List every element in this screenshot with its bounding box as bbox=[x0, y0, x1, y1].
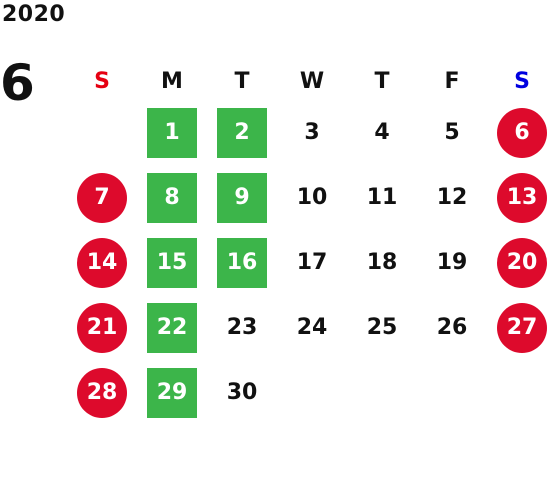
calendar-month: 6 bbox=[0, 54, 35, 112]
calendar-cell: 5 bbox=[417, 100, 487, 165]
calendar-day[interactable]: 10 bbox=[296, 185, 328, 210]
calendar-cell: 28 bbox=[67, 360, 137, 425]
calendar-day[interactable]: 26 bbox=[436, 315, 468, 340]
calendar-day[interactable]: 7 bbox=[77, 172, 127, 223]
calendar-cell: 13 bbox=[487, 165, 548, 230]
calendar-day[interactable]: 16 bbox=[217, 237, 267, 288]
calendar-day[interactable]: 20 bbox=[497, 237, 547, 288]
calendar-cell bbox=[67, 100, 137, 165]
calendar-cell: 16 bbox=[207, 230, 277, 295]
weekday-header: F bbox=[444, 68, 460, 94]
weekday-header: T bbox=[234, 68, 250, 94]
weekday-header: S bbox=[94, 68, 110, 94]
calendar-year: 2020 bbox=[2, 2, 66, 27]
calendar-cell: 2 bbox=[207, 100, 277, 165]
calendar-day[interactable]: 12 bbox=[436, 185, 468, 210]
calendar-cell: 25 bbox=[347, 295, 417, 360]
calendar-cell: 19 bbox=[417, 230, 487, 295]
calendar-day[interactable]: 28 bbox=[77, 367, 127, 418]
calendar-cell: 7 bbox=[67, 165, 137, 230]
calendar-day[interactable]: 4 bbox=[374, 120, 390, 145]
weekday-header: T bbox=[374, 68, 390, 94]
calendar-cell: 29 bbox=[137, 360, 207, 425]
calendar-cell bbox=[347, 360, 417, 425]
calendar-cell: 4 bbox=[347, 100, 417, 165]
calendar-day[interactable]: 5 bbox=[444, 120, 460, 145]
calendar-cell bbox=[417, 360, 487, 425]
calendar-day[interactable]: 13 bbox=[497, 172, 547, 223]
calendar-day[interactable]: 24 bbox=[296, 315, 328, 340]
calendar-cell bbox=[277, 360, 347, 425]
calendar-cell: 24 bbox=[277, 295, 347, 360]
calendar-day[interactable]: 11 bbox=[366, 185, 398, 210]
calendar-day[interactable]: 22 bbox=[147, 302, 197, 353]
calendar-cell: 14 bbox=[67, 230, 137, 295]
calendar-cell: 8 bbox=[137, 165, 207, 230]
calendar-cell: 12 bbox=[417, 165, 487, 230]
calendar-day[interactable]: 3 bbox=[304, 120, 320, 145]
calendar-cell: 20 bbox=[487, 230, 548, 295]
calendar-day[interactable]: 6 bbox=[497, 107, 547, 158]
calendar-cell bbox=[487, 360, 548, 425]
calendar-cell: 1 bbox=[137, 100, 207, 165]
calendar-day[interactable]: 17 bbox=[296, 250, 328, 275]
calendar-cell: 17 bbox=[277, 230, 347, 295]
calendar-cell: 30 bbox=[207, 360, 277, 425]
calendar-day[interactable]: 18 bbox=[366, 250, 398, 275]
calendar-day[interactable]: 23 bbox=[226, 315, 258, 340]
calendar-cell: 23 bbox=[207, 295, 277, 360]
calendar-cell: 3 bbox=[277, 100, 347, 165]
calendar-day[interactable]: 29 bbox=[147, 367, 197, 418]
calendar-day[interactable]: 14 bbox=[77, 237, 127, 288]
calendar-day[interactable]: 25 bbox=[366, 315, 398, 340]
calendar-day[interactable]: 27 bbox=[497, 302, 547, 353]
calendar-day[interactable]: 15 bbox=[147, 237, 197, 288]
calendar-cell: 21 bbox=[67, 295, 137, 360]
calendar-cell: 6 bbox=[487, 100, 548, 165]
calendar-day[interactable]: 19 bbox=[436, 250, 468, 275]
calendar-cell: 27 bbox=[487, 295, 548, 360]
calendar-day[interactable]: 9 bbox=[217, 172, 267, 223]
calendar-cell: 22 bbox=[137, 295, 207, 360]
calendar-cell: 10 bbox=[277, 165, 347, 230]
calendar-cell: 15 bbox=[137, 230, 207, 295]
calendar-day[interactable]: 8 bbox=[147, 172, 197, 223]
calendar-cell: 11 bbox=[347, 165, 417, 230]
weekday-header: M bbox=[161, 68, 183, 94]
calendar-day[interactable]: 21 bbox=[77, 302, 127, 353]
calendar-cell: 26 bbox=[417, 295, 487, 360]
weekday-header: W bbox=[299, 68, 325, 94]
calendar-cell: 18 bbox=[347, 230, 417, 295]
weekday-header: S bbox=[514, 68, 530, 94]
calendar-day[interactable]: 30 bbox=[226, 380, 258, 405]
calendar-day[interactable]: 1 bbox=[147, 107, 197, 158]
calendar-cell: 9 bbox=[207, 165, 277, 230]
calendar-day[interactable]: 2 bbox=[217, 107, 267, 158]
